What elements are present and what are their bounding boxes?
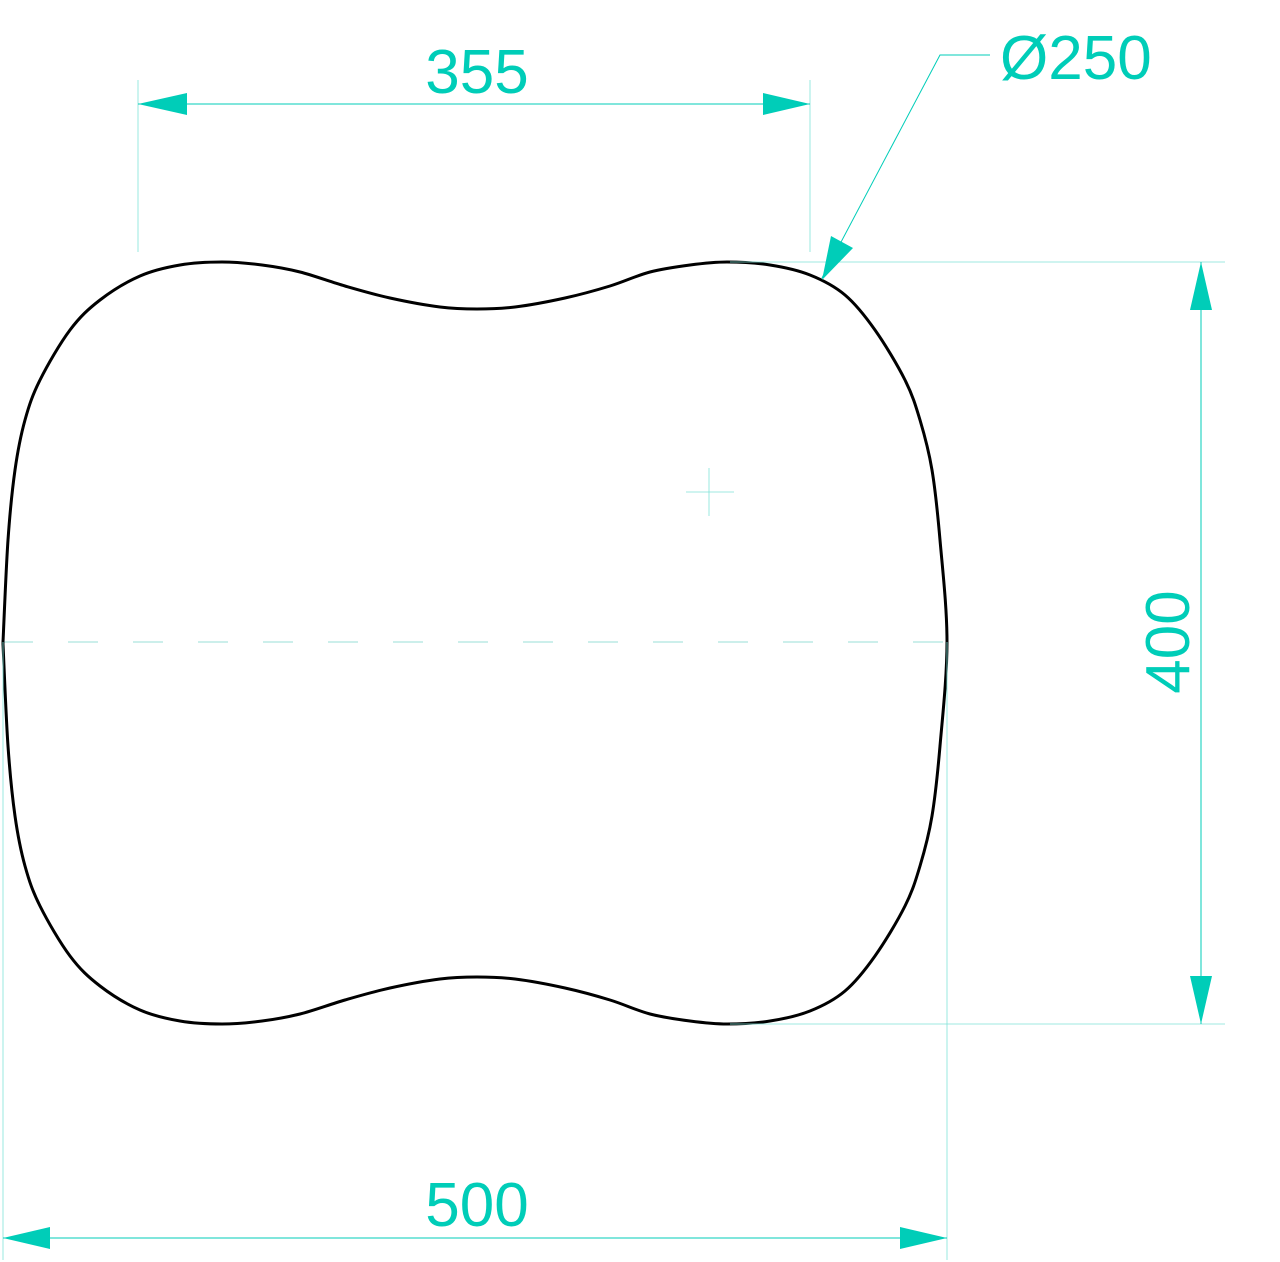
dimension-text-diameter: Ø250	[1000, 24, 1152, 93]
dimension-400: 400	[730, 261, 1225, 1025]
dimension-text-400: 400	[1134, 590, 1203, 693]
diameter-leader: Ø250	[821, 24, 1152, 280]
dimension-text-355: 355	[425, 38, 528, 107]
part-outline	[1, 260, 949, 1026]
dimension-355: 355	[137, 38, 811, 252]
dimension-text-500: 500	[425, 1171, 528, 1240]
dimension-500: 500	[2, 642, 948, 1260]
center-mark	[686, 468, 734, 516]
